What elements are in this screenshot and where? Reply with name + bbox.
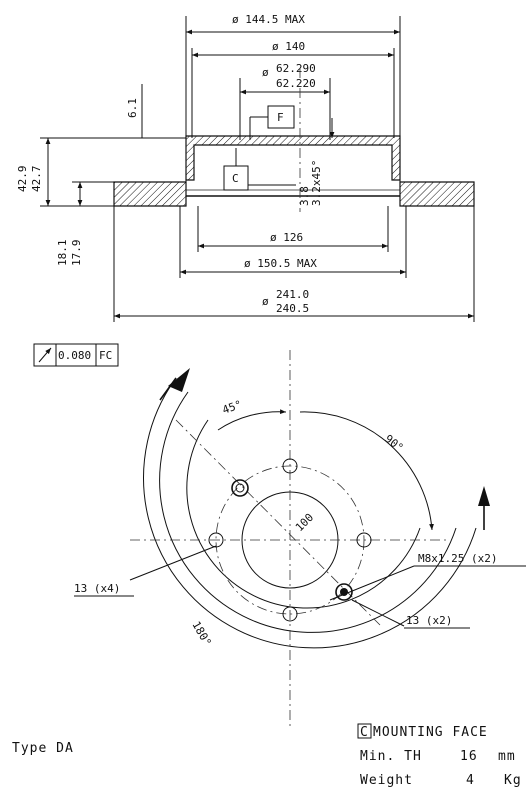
ring-left-section (113, 181, 187, 207)
section-arrow-top-icon (168, 368, 190, 392)
dim-bore-upper: 62.290 (276, 62, 316, 75)
weight-unit: Kg (504, 773, 522, 788)
min-th-value: 16 (460, 749, 478, 764)
bolt-hole-bottom (282, 606, 298, 622)
section-view: ø 144.5 MAX ø 140 ø 62.290 62.220 F 6.1 … (16, 13, 475, 322)
dim-chamfer-upper: 3.8 (298, 186, 311, 206)
holes-4-label: 13 (x4) (74, 582, 120, 595)
ring-inner-edge (159, 391, 457, 633)
dim-140: ø 140 (272, 40, 305, 53)
dim-bore-symbol: ø (262, 66, 269, 79)
dim-height-lower: 42.7 (30, 166, 43, 193)
ring-right-section (399, 181, 475, 207)
thread-label: M8x1.25 (x2) (418, 552, 497, 565)
dim-thick-upper: 18.1 (56, 240, 69, 267)
bolt-hole-left (208, 532, 224, 548)
dim-bore-lower: 62.220 (276, 77, 316, 90)
mounting-face-note: MOUNTING FACE (373, 725, 488, 740)
min-th-unit: mm (498, 749, 516, 764)
bolt-hole-top (282, 458, 298, 474)
datum-c-label: C (232, 172, 239, 185)
dim-150-5: ø 150.5 MAX (244, 257, 317, 270)
section-arrow-right-icon (478, 486, 490, 506)
min-th-label: Min. TH (360, 749, 422, 764)
holes-2-label: 13 (x2) (406, 614, 452, 627)
dim-outer-lower: 240.5 (276, 302, 309, 315)
dim-chamfer-lower: 3.2x45° (310, 160, 323, 206)
runout-tolerance-frame: 0.080 FC (33, 343, 119, 367)
thread-hole-1 (231, 479, 249, 497)
weight-label: Weight (360, 773, 413, 788)
mounting-symbol: C (360, 725, 369, 740)
datum-f-label: F (277, 111, 284, 124)
bolt-hole-right (356, 532, 372, 548)
hat-section (185, 135, 401, 181)
dim-outer-upper: 241.0 (276, 288, 309, 301)
angle-180: 180° (189, 619, 214, 648)
mounting-symbol-box (357, 723, 372, 739)
dim-outer-symbol: ø (262, 295, 269, 308)
front-view: 45° 90° 180° 100 13 (x4) 13 (x2) M8x1.25… (74, 350, 526, 730)
dim-thick-lower: 17.9 (70, 240, 83, 267)
angle-45: 45° (221, 398, 244, 417)
hat-edge (186, 419, 421, 609)
runout-arrow-icon (38, 347, 52, 363)
datum-c-box (223, 165, 249, 191)
notes-block: C MOUNTING FACE Min. TH 16 mm Weight 4 K… (12, 723, 522, 788)
dim-height-upper: 42.9 (16, 166, 29, 193)
dim-126: ø 126 (270, 231, 303, 244)
type-label: Type DA (12, 741, 74, 756)
thread-hole-2 (335, 583, 353, 601)
outer-edge (143, 377, 477, 649)
weight-value: 4 (466, 773, 475, 788)
angle-90: 90° (382, 432, 406, 454)
dim-144-5: ø 144.5 MAX (232, 13, 305, 26)
tolerance-value: 0.080 (58, 349, 91, 362)
dim-6-1: 6.1 (126, 98, 139, 118)
tolerance-datum: FC (99, 349, 112, 362)
pcd-label: 100 (293, 511, 316, 534)
